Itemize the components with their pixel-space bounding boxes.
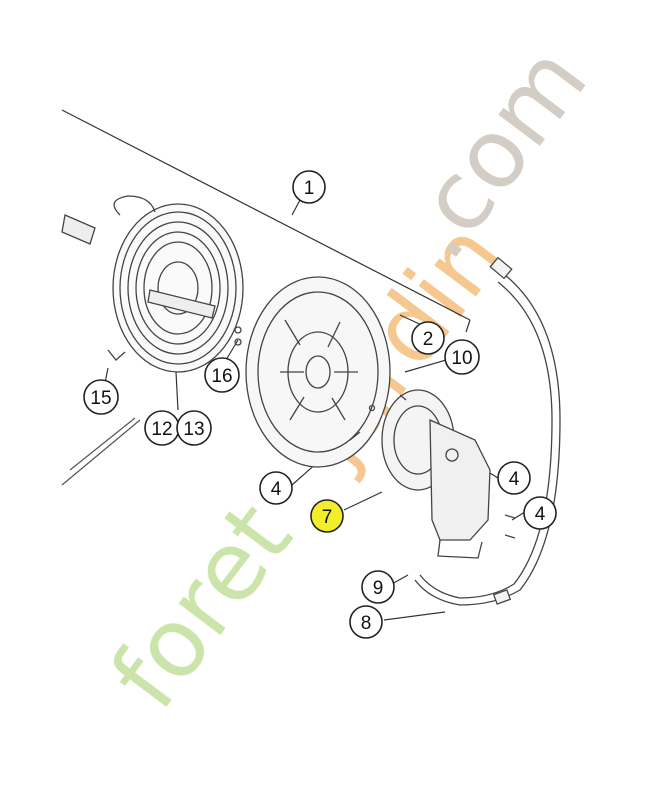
- callout-4-left: 4: [259, 471, 293, 505]
- callout-10: 10: [444, 339, 480, 375]
- callout-8: 8: [349, 605, 383, 639]
- hose-reel-drum: [61, 195, 244, 373]
- svg-text:10: 10: [451, 348, 472, 369]
- reel-housing: [381, 389, 516, 559]
- callout-4-right-upper: 4: [497, 461, 531, 495]
- callouts: 1 2 10 16 15 12 13 4: [83, 170, 557, 639]
- svg-text:2: 2: [423, 329, 434, 350]
- callout-12: 12: [144, 410, 180, 446]
- callout-15: 15: [83, 379, 119, 415]
- svg-text:15: 15: [90, 388, 111, 409]
- watermark-text-foret: foret: [91, 484, 314, 729]
- reel-hub: [234, 276, 391, 468]
- svg-text:4: 4: [535, 504, 546, 525]
- callout-1: 1: [292, 170, 326, 204]
- svg-text:16: 16: [211, 366, 232, 387]
- svg-text:9: 9: [373, 578, 384, 599]
- callout-2: 2: [411, 321, 445, 355]
- callout-13: 13: [176, 410, 212, 446]
- svg-text:4: 4: [271, 479, 282, 500]
- svg-text:4: 4: [509, 469, 520, 490]
- callout-9: 9: [361, 570, 395, 604]
- callout-7-highlighted: 7: [310, 499, 344, 533]
- callout-16: 16: [204, 357, 240, 393]
- svg-text:8: 8: [361, 613, 372, 634]
- svg-text:12: 12: [151, 419, 172, 440]
- callout-4-right-lower: 4: [523, 496, 557, 530]
- supply-hose: [414, 256, 561, 606]
- svg-text:13: 13: [183, 419, 204, 440]
- svg-text:1: 1: [304, 178, 315, 199]
- svg-text:7: 7: [322, 507, 333, 528]
